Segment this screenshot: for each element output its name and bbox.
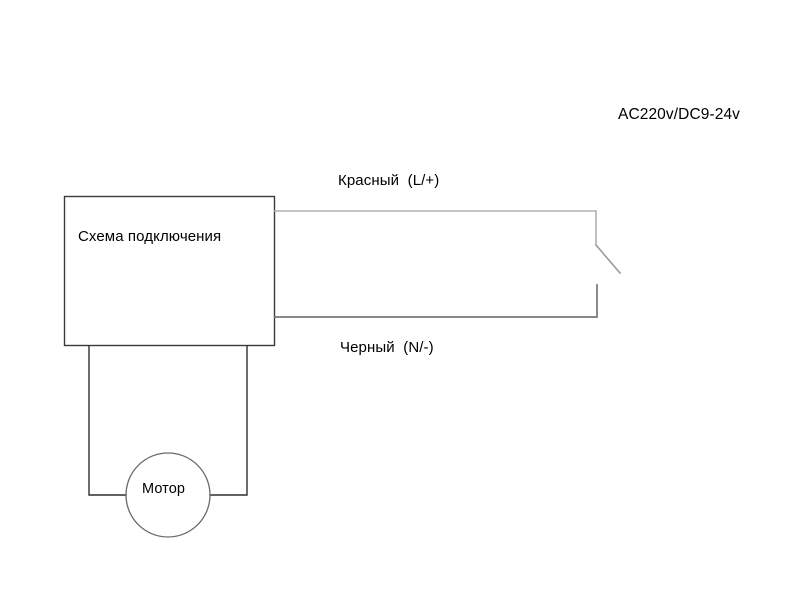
motor-lead-left	[88, 345, 127, 496]
switch-blade	[594, 243, 622, 275]
black-wire-path	[274, 284, 598, 318]
red-wire-label: Красный (L/+)	[338, 172, 440, 189]
motor-label: Мотор	[142, 481, 186, 497]
controller-box-outline	[63, 195, 276, 347]
controller-box-label: Схема подключения	[78, 228, 222, 245]
motor-lead-right	[209, 345, 248, 496]
black-wire-label: Черный (N/-)	[340, 339, 434, 356]
motor-circle	[125, 452, 211, 538]
red-wire-path	[274, 210, 597, 246]
supply-voltage-label: AC220v/DC9-24v	[618, 106, 741, 123]
